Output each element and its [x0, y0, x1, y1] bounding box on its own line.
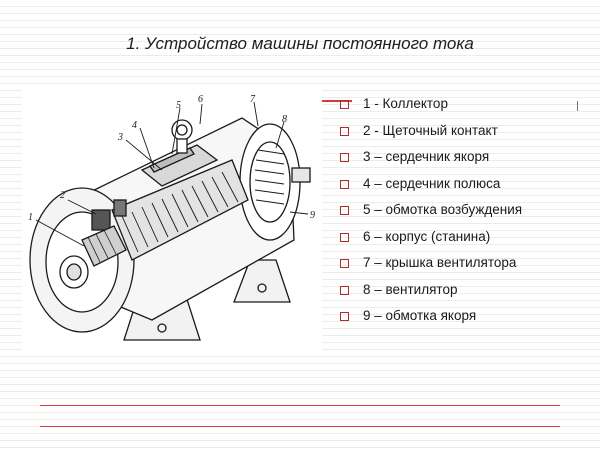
legend-item: 7 – крышка вентилятора [340, 255, 590, 282]
callout-5: 5 [176, 100, 181, 111]
legend-item: 4 – сердечник полюса [340, 176, 590, 203]
legend-item: 5 – обмотка возбуждения [340, 202, 590, 229]
slide-title: 1. Устройство машины постоянного тока [126, 34, 474, 53]
legend-label: 6 – корпус (станина) [363, 228, 491, 244]
footer-divider-top [40, 405, 560, 406]
square-bullet-icon [340, 126, 349, 136]
corner-tick [577, 101, 578, 111]
square-bullet-icon [340, 259, 349, 268]
callout-2: 2 [60, 190, 65, 201]
dc-machine-diagram: 1 2 3 4 5 6 7 8 9 [22, 90, 322, 352]
callout-1: 1 [28, 212, 33, 223]
field-winding [149, 147, 195, 173]
shaft-rear [291, 167, 311, 183]
legend-label: 3 – сердечник якоря [363, 149, 490, 164]
right-foot [233, 259, 291, 303]
commutator [81, 225, 127, 267]
callout-7: 7 [250, 94, 256, 105]
footer-divider-bottom [40, 426, 560, 427]
legend-label: 7 – крышка вентилятора [363, 255, 517, 270]
legend-item: 9 – обмотка якоря [340, 308, 590, 335]
dc-machine-drawing: 1 2 3 4 5 6 7 8 9 [28, 94, 315, 341]
brush-holder [91, 209, 111, 231]
legend-label: 1 - Коллектор [363, 96, 448, 111]
callout-9: 9 [310, 210, 315, 221]
legend-item: 1 - Коллектор [340, 96, 590, 123]
legend-item: 8 – вентилятор [340, 282, 590, 309]
parts-legend: 1 - Коллектор 2 - Щеточный контакт 3 – с… [340, 96, 590, 335]
legend-label: 5 – обмотка возбуждения [363, 202, 523, 217]
square-bullet-icon [340, 153, 349, 162]
callout-4: 4 [132, 120, 137, 131]
callout-6: 6 [198, 94, 203, 105]
legend-label: 9 – обмотка якоря [363, 308, 477, 323]
legend-accent-line [318, 100, 352, 102]
legend-item: 2 - Щеточный контакт [340, 123, 590, 150]
legend-item: 3 – сердечник якоря [340, 149, 590, 176]
legend-item: 6 – корпус (станина) [340, 229, 590, 256]
callout-3: 3 [117, 132, 123, 143]
legend-label: 2 - Щеточный контакт [363, 122, 498, 138]
square-bullet-icon [340, 206, 349, 215]
legend-label: 4 – сердечник полюса [363, 175, 501, 191]
square-bullet-icon [340, 100, 349, 109]
callout-8: 8 [282, 114, 287, 125]
square-bullet-icon [340, 179, 349, 189]
square-bullet-icon [340, 285, 349, 295]
square-bullet-icon [340, 232, 349, 242]
legend-label: 8 – вентилятор [363, 281, 458, 297]
square-bullet-icon [340, 312, 349, 321]
